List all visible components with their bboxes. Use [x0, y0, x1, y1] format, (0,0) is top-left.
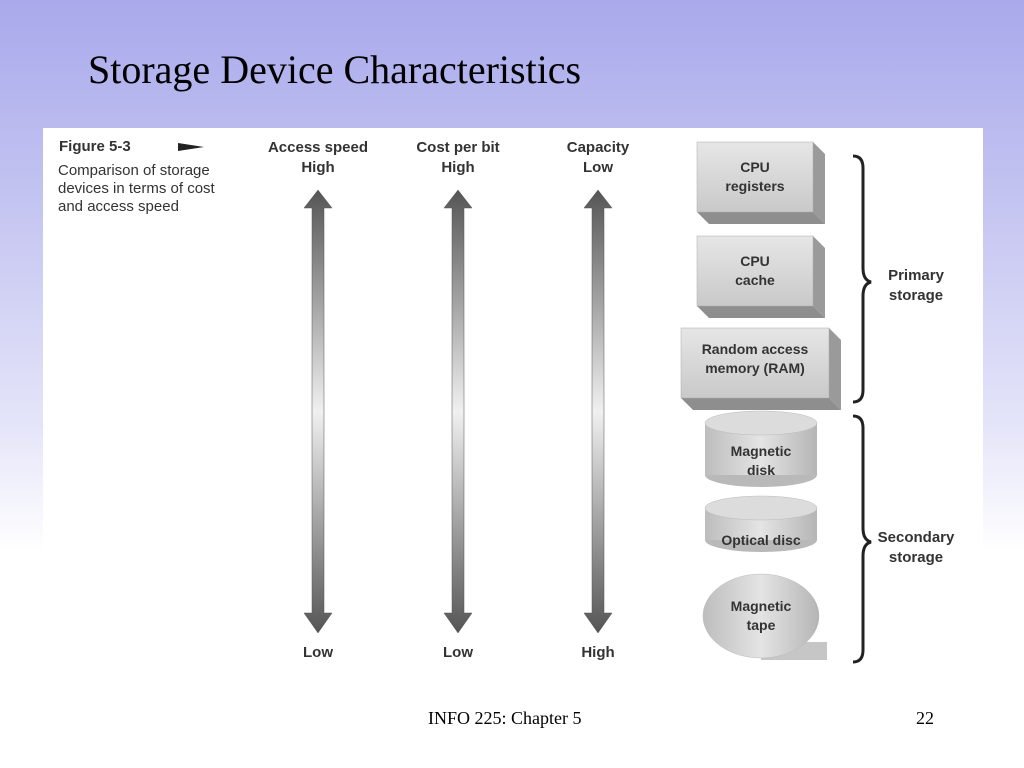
device-label-line: CPU — [740, 159, 770, 175]
column-top-value: High — [441, 159, 475, 176]
double-arrow-cost-per-bit — [443, 189, 473, 634]
figure-panel: Figure 5-3 Comparison of storage devices… — [43, 128, 983, 668]
device-label-line: registers — [725, 178, 785, 194]
cpu-cache-box — [696, 235, 825, 318]
device-label-line: tape — [746, 617, 776, 633]
ram-box — [680, 327, 841, 410]
column-header-access-speed: Access speed High — [243, 138, 393, 178]
magnetic-tape-shape — [702, 573, 827, 660]
group-label-line: Secondary — [877, 529, 955, 546]
secondary-storage-brace — [852, 414, 872, 664]
device-label-line: Optical disc — [721, 532, 801, 548]
slide-footer: INFO 225: Chapter 5 — [428, 708, 582, 728]
device-label-line: Random access — [701, 341, 809, 357]
page-number: 22 — [916, 708, 934, 728]
primary-storage-brace — [852, 154, 872, 404]
column-title: Cost per bit — [416, 139, 500, 156]
column-top-value: Low — [583, 159, 613, 176]
device-label-line: Magnetic — [730, 598, 792, 614]
slide-title: Storage Device Characteristics — [88, 47, 582, 92]
ram-label: Random access memory (RAM) — [681, 340, 829, 378]
double-arrow-access-speed — [303, 189, 333, 634]
pointer-arrow-icon — [178, 143, 204, 151]
device-label-line: CPU — [740, 253, 770, 269]
magnetic-disk-cylinder — [704, 410, 818, 487]
figure-label: Figure 5-3 — [59, 138, 131, 155]
magnetic-tape-label: Magnetic tape — [703, 597, 819, 635]
column-header-capacity: Capacity Low — [523, 138, 673, 178]
device-label-line: disk — [746, 462, 775, 478]
cpu-registers-label: CPU registers — [697, 158, 813, 196]
device-label-line: Magnetic — [730, 443, 792, 459]
secondary-storage-label: Secondary storage — [861, 528, 971, 568]
capacity-bottom-value: High — [581, 644, 615, 661]
column-title: Access speed — [267, 139, 369, 156]
cpu-registers-box — [696, 141, 825, 224]
cost-per-bit-bottom-value: Low — [443, 644, 473, 661]
figure-graphics — [303, 141, 872, 664]
column-title: Capacity — [566, 139, 630, 156]
device-label-line: memory (RAM) — [705, 360, 805, 376]
group-label-line: storage — [888, 287, 944, 304]
primary-storage-label: Primary storage — [861, 266, 971, 306]
magnetic-disk-label: Magnetic disk — [705, 442, 817, 480]
optical-disc-label: Optical disc — [705, 531, 817, 550]
column-header-cost-per-bit: Cost per bit High — [383, 138, 533, 178]
column-top-value: High — [301, 159, 335, 176]
double-arrow-capacity — [583, 189, 613, 634]
device-label-line: cache — [735, 272, 775, 288]
access-speed-bottom-value: Low — [303, 644, 333, 661]
figure-caption: Comparison of storage devices in terms o… — [58, 162, 215, 215]
optical-disc-cylinder — [704, 495, 818, 552]
group-label-line: Primary — [888, 267, 944, 284]
group-label-line: storage — [888, 549, 944, 566]
cpu-cache-label: CPU cache — [697, 252, 813, 290]
